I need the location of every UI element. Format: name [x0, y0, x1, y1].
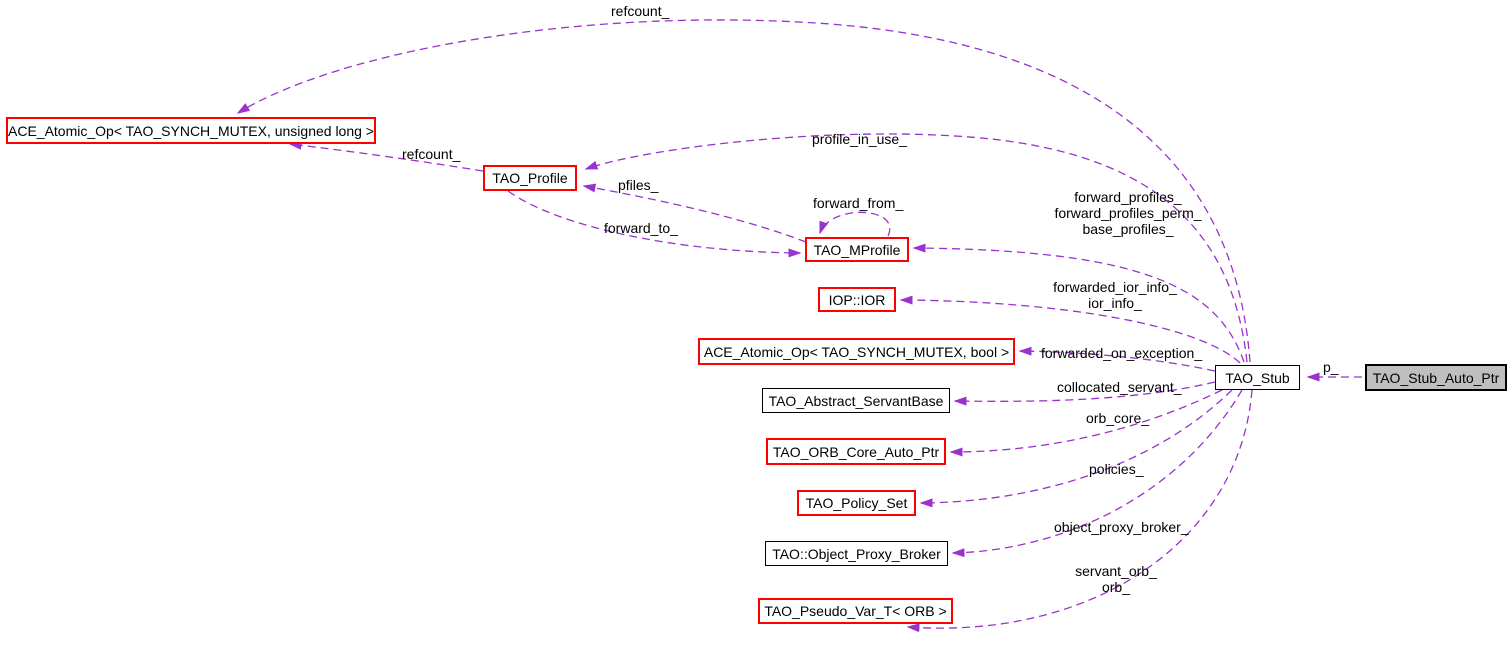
edge-label-profile-in-use: profile_in_use_: [812, 131, 907, 147]
edge-label-forward-profiles: forward_profiles_ forward_profiles_perm_…: [1043, 189, 1213, 237]
edge-refcount-top: [236, 19, 1251, 363]
edge-label-line: forward_profiles_perm_: [1054, 205, 1202, 221]
edge-label-object-proxy-broker: object_proxy_broker_: [1054, 519, 1189, 535]
edge-label-line: forwarded_ior_info_: [1053, 279, 1177, 295]
edge-label-forwarded-on-exception: forwarded_on_exception_: [1041, 345, 1203, 361]
class-node-tao-abstract-servantbase[interactable]: TAO_Abstract_ServantBase: [762, 388, 950, 413]
edge-label-refcount: refcount_: [402, 146, 461, 162]
edge-forwarded-on-exception: [1018, 346, 1216, 372]
class-node-iop-ior[interactable]: IOP::IOR: [818, 287, 896, 312]
class-node-tao-policy-set[interactable]: TAO_Policy_Set: [797, 490, 916, 516]
edge-label-p: p_: [1323, 359, 1339, 375]
edge-label-line: base_profiles_: [1082, 221, 1174, 237]
class-node-ace-atomic-op-bool[interactable]: ACE_Atomic_Op< TAO_SYNCH_MUTEX, bool >: [698, 338, 1015, 365]
edge-orb-core: [949, 389, 1223, 457]
edge-servant-orb: [906, 389, 1253, 633]
edge-forward-to: [507, 190, 802, 258]
edge-label-forward-to: forward_to_: [604, 220, 678, 236]
class-node-tao-object-proxy-broker[interactable]: TAO::Object_Proxy_Broker: [765, 541, 948, 566]
class-node-tao-orb-core-auto-ptr[interactable]: TAO_ORB_Core_Auto_Ptr: [766, 438, 946, 465]
edge-forward-profiles: [912, 243, 1245, 363]
class-node-tao-profile[interactable]: TAO_Profile: [483, 165, 577, 191]
edge-label-line: forward_profiles_: [1074, 189, 1182, 205]
edge-pfiles: [582, 183, 807, 243]
edge-label-orb-core: orb_core_: [1086, 410, 1150, 426]
edge-label-collocated-servant: collocated_servant_: [1057, 379, 1182, 395]
class-node-tao-mprofile[interactable]: TAO_MProfile: [805, 237, 909, 262]
edge-forward-from: [819, 211, 891, 237]
class-node-ace-atomic-op-ulong[interactable]: ACE_Atomic_Op< TAO_SYNCH_MUTEX, unsigned…: [6, 117, 376, 144]
edge-label-refcount-top: refcount_: [611, 3, 670, 19]
edge-object-proxy-broker: [951, 389, 1243, 558]
edge-forwarded-ior-info: [899, 295, 1241, 364]
edge-label-policies: policies_: [1089, 461, 1144, 477]
edge-label-line: ior_info_: [1088, 295, 1142, 311]
class-node-tao-stub[interactable]: TAO_Stub: [1215, 365, 1300, 390]
class-node-tao-stub-auto-ptr-current: TAO_Stub_Auto_Ptr: [1365, 364, 1507, 391]
edge-label-servant-orb: servant_orb_ orb_: [1056, 563, 1176, 595]
edge-label-pfiles: pfiles_: [618, 177, 659, 193]
edge-collocated-servant: [953, 381, 1216, 406]
edge-refcount: [288, 140, 484, 172]
edge-label-line: servant_orb_: [1075, 563, 1157, 579]
edge-label-forward-from: forward_from_: [813, 195, 904, 211]
class-node-tao-pseudo-var-t-orb[interactable]: TAO_Pseudo_Var_T< ORB >: [758, 598, 953, 624]
edge-policies: [919, 389, 1233, 508]
edge-label-line: orb_: [1101, 579, 1131, 595]
edge-profile-in-use: [584, 133, 1248, 363]
edge-label-forwarded-ior-info: forwarded_ior_info_ ior_info_: [1040, 279, 1190, 311]
